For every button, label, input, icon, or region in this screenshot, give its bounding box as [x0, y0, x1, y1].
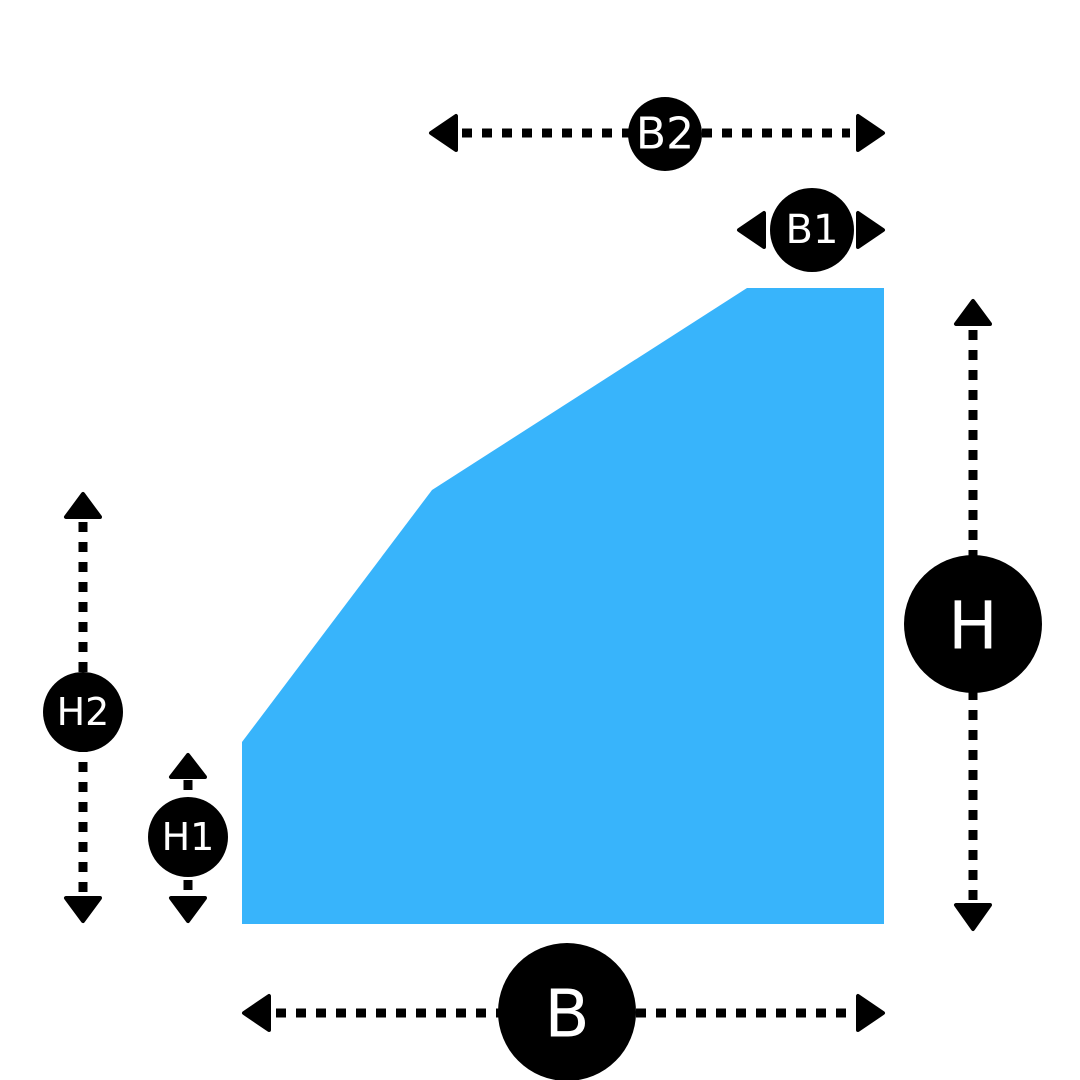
b1-badge [770, 188, 854, 272]
dimension-b2: B2 [429, 97, 885, 171]
b-right-arrow-icon [856, 994, 885, 1032]
dimension-b: B [242, 943, 885, 1080]
b2-left-arrow-icon [429, 114, 458, 152]
h2-down-arrow-icon [64, 896, 102, 923]
b2-right-arrow-icon [856, 114, 885, 152]
h1-up-arrow-icon [169, 753, 207, 779]
b2-label: B2 [636, 109, 694, 160]
dimension-h1: H1 [148, 753, 228, 923]
b-badge [498, 943, 636, 1080]
b1-left-arrow-icon [737, 211, 766, 249]
h1-badge [148, 797, 228, 877]
b2-badge [628, 97, 702, 171]
b-label: B [544, 976, 589, 1053]
dimension-h: H [904, 299, 1042, 931]
h1-down-arrow-icon [169, 896, 207, 923]
h-label: H [948, 588, 998, 665]
h-badge [904, 555, 1042, 693]
b1-label: B1 [786, 207, 839, 253]
h2-badge [43, 672, 123, 752]
h1-label: H1 [162, 815, 215, 859]
h2-up-arrow-icon [64, 492, 102, 519]
h-down-arrow-icon [954, 903, 992, 931]
blue-shape [242, 288, 884, 924]
h-up-arrow-icon [954, 299, 992, 326]
b1-right-arrow-icon [856, 211, 885, 249]
dimension-h2: H2 [43, 492, 123, 923]
h2-label: H2 [57, 690, 110, 734]
dimension-b1: B1 [737, 188, 885, 272]
b-left-arrow-icon [242, 994, 271, 1032]
